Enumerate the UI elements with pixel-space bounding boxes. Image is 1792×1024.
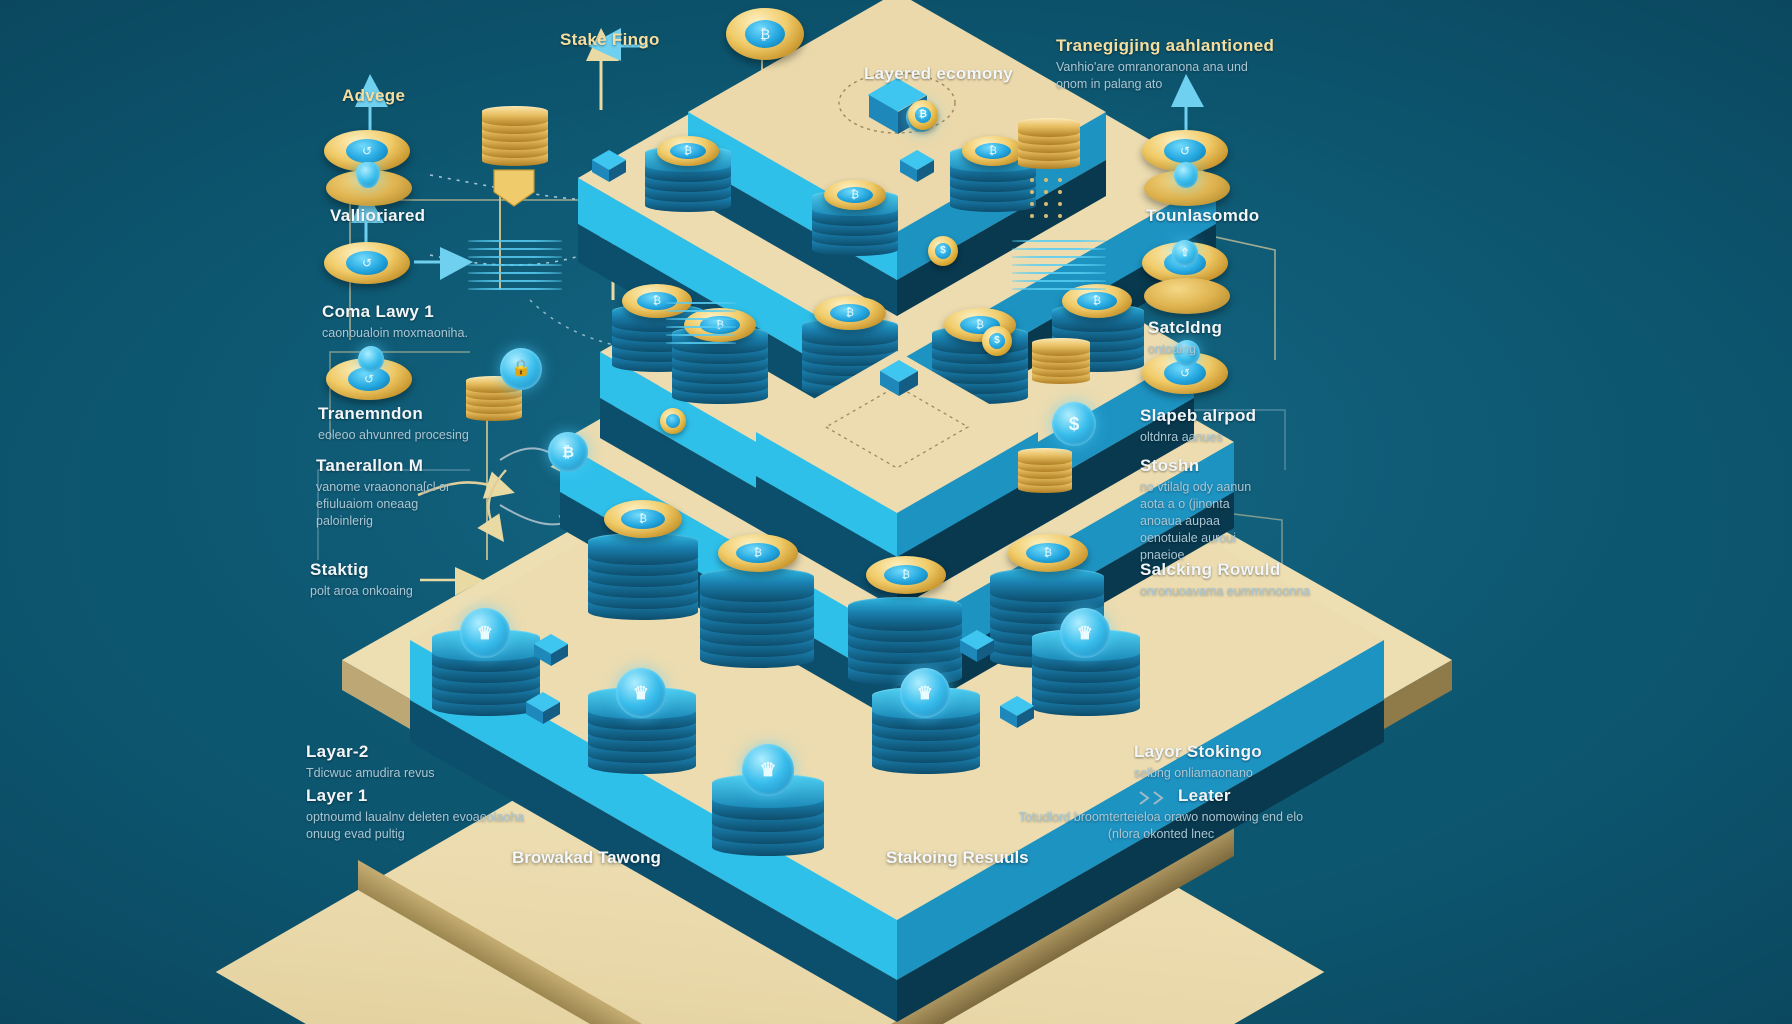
wireframe-coin-stack-right [1012,238,1106,300]
label-transaction-x: Tanerallon M vanome vraaonona[cl or efiu… [316,456,451,528]
mini-coin-c: $ [982,326,1012,356]
footer-right: Stakoing Resuuls [886,848,1029,867]
label-advege: Advege [342,86,406,105]
gold-block-stack-left [482,104,548,168]
wireframe-coin-stack-mid [666,300,736,352]
label-transaction-authorized: Tranegigjing aahlantioned Vanhio'are omr… [1056,36,1275,91]
coin-top-center: ₿ [824,180,886,210]
coin-badge-left-lower: ₿ [548,432,588,472]
coin-mid-center: ₿ [814,296,886,330]
label-stake-fingo: Stake Fingo [560,30,660,49]
mini-coin-a: ₿ [908,100,938,130]
pin-badge-advege [356,162,380,188]
footer-left: Browakad Tawong [512,848,661,867]
dollar-badge-right: $ [1052,402,1096,446]
tower-bottom-center [848,572,962,690]
label-leader-desc: Totudlord broomterteieloa orawo nomowing… [1018,810,1304,841]
label-transaction: Tranemndon eoleoo ahvunred procesing [318,404,469,442]
pin-badge-right-upper [1174,162,1198,188]
pin-badge-core-layer [358,346,384,372]
tower-bottom-left2 [700,548,814,672]
label-staking-left: Staktig polt aroa onkoaing [310,560,413,598]
node-cube-top-left [591,150,627,186]
flat-coin-right-mid-lower [1144,278,1230,314]
label-layered-economy: Layered ecomony [864,64,1014,83]
gold-stack-midright [1032,330,1090,384]
label-tokenwards: Tounlasomdo [1146,206,1260,225]
coin-bottom-left2: ₿ [718,534,798,572]
node-cube-top-right [899,150,935,186]
pin-badge-right-mid: ⇧ [1172,240,1198,266]
label-leader: Leater [1178,786,1231,805]
tower-mid-left2 [672,312,768,408]
lock-badge-left: 🔒 [500,348,542,390]
badge-base-far-right: ♛ [1060,608,1110,658]
badge-base-front: ♛ [742,744,794,796]
node-cube-middle [879,360,919,400]
badge-base-right: ♛ [900,668,950,718]
wireframe-coin-stack-left [468,238,562,300]
hero-coin-top: ₿ [726,8,804,60]
label-staking-right: Satcldng ontoaing [1148,318,1223,356]
node-cube-base-a [533,634,569,670]
gold-stack-lowright [1018,444,1072,494]
gold-stack-midleft [466,370,522,422]
node-cube-base-c [959,630,995,666]
badge-base-far-left: ♛ [460,608,510,658]
label-layer-staking: Layor Stokingo selbng onliamaonano [1134,742,1262,780]
coin-top-right: ₿ [962,136,1024,166]
mini-coin-d [660,408,686,434]
coin-mid-left2: ₿ [684,308,756,342]
gold-block-stack-right [1018,112,1080,170]
badge-base-left: ♛ [616,668,666,718]
label-validorized: Vallioriared [330,206,426,225]
coin-bottom-left: ₿ [604,500,682,538]
label-staking-reward: Salcking Rowuld onronuoavama eummnnoonna [1140,560,1311,598]
coin-bottom-right: ₿ [1008,534,1088,572]
label-staked-alrpod: Slapeb alrpod oltdnra aanues [1140,406,1257,444]
node-cube-base-b [525,692,561,728]
label-layer1: Layer 1 optnoumd laualnv deleten evoaeol… [306,786,525,841]
flat-coin-right-upper: ↺ [1142,130,1228,172]
tower-base-far-right [1032,614,1140,718]
mini-coin-b: $ [928,236,958,266]
flat-coin-validorized: ↺ [324,242,410,284]
node-cube-base-d [999,696,1035,732]
pin-badge-right-lower [1174,340,1200,366]
label-core-layer: Coma Lawy 1 caonoualoin moxmaoniha. [322,302,468,340]
coin-mid-left: ₿ [622,284,692,318]
tower-bottom-left [588,516,698,624]
coin-top-left: ₿ [657,136,719,166]
coin-bottom-center: ₿ [866,556,946,594]
label-layer2: Layar-2 Tdicwuc amudira revus [306,742,435,780]
label-stash: Stoshn no vtilalg ody aanun aota a o (ji… [1140,456,1252,562]
